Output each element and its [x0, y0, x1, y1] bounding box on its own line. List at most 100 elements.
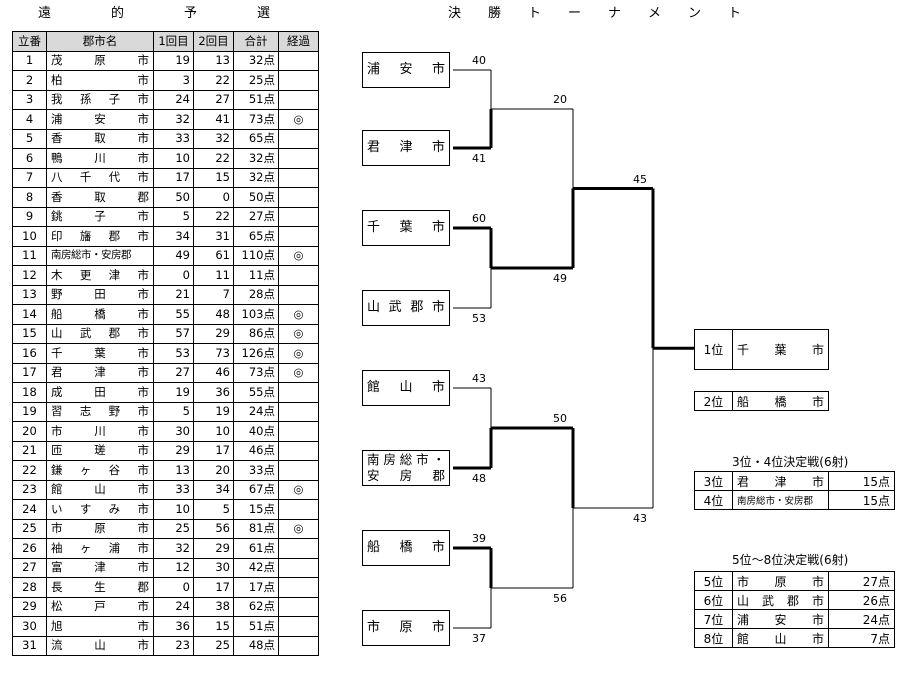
row-city: いすみ市: [46, 499, 154, 520]
row-city: 君津市: [46, 362, 154, 383]
title-char: ー: [568, 6, 582, 21]
row-round1: 32: [153, 538, 194, 559]
title-char: メ: [648, 6, 662, 21]
bracket-team-box: 浦安市: [362, 52, 450, 88]
title-char: 決: [448, 6, 462, 21]
result-name: 浦安市: [732, 609, 829, 629]
title-char: 的: [111, 6, 125, 21]
row-round1: 34: [153, 226, 194, 247]
row-total: 48点: [233, 635, 279, 656]
title-char: 予: [184, 6, 198, 21]
row-total: 17点: [233, 577, 279, 598]
bracket-team-box: 市原市: [362, 610, 450, 646]
bracket-score: 37: [472, 632, 486, 645]
bracket-score: 60: [472, 212, 486, 225]
result-rank: 6位: [694, 590, 733, 610]
bracket-score: 41: [472, 152, 486, 165]
row-number: 16: [12, 343, 47, 364]
row-number: 12: [12, 265, 47, 286]
bracket-score: 56: [553, 592, 567, 605]
row-city: 南房総市・安房郡: [46, 245, 154, 266]
result-points: 24点: [828, 609, 895, 629]
row-city: 千葉市: [46, 343, 154, 364]
row-round2: 73: [193, 343, 234, 364]
row-number: 24: [12, 499, 47, 520]
result-rank: 4位: [694, 490, 733, 510]
bracket-team-box: 山武郡市: [362, 290, 450, 326]
result-points: 26点: [828, 590, 895, 610]
bracket-team-box: 南房総市・安房郡: [362, 450, 450, 486]
bracket-team-name: 千葉市: [367, 220, 445, 235]
bracket-score: 40: [472, 54, 486, 67]
row-city: 野田市: [46, 284, 154, 305]
title-char: ト: [728, 6, 742, 21]
row-total: 103点: [233, 304, 279, 325]
row-total: 25点: [233, 70, 279, 91]
result-name: 南房総市・安房郡: [732, 490, 829, 510]
row-city: 富津市: [46, 557, 154, 578]
qualifier-title: 遠的予選: [38, 2, 288, 21]
second-place-name: 船橋市: [732, 391, 829, 411]
bracket-team-box: 船橋市: [362, 530, 450, 566]
row-city: 成田市: [46, 382, 154, 403]
result-rank: 7位: [694, 609, 733, 629]
result-points: 15点: [828, 471, 895, 491]
title-char: ン: [688, 6, 702, 21]
row-city: 香取郡: [46, 187, 154, 208]
bracket-team-box: 君津市: [362, 130, 450, 166]
row-city: 印旛郡市: [46, 226, 154, 247]
row-total: 65点: [233, 226, 279, 247]
row-round1: 55: [153, 304, 194, 325]
row-round1: 13: [153, 460, 194, 481]
row-progress-mark: [278, 635, 319, 656]
bracket-team-name: 館山市: [367, 380, 445, 395]
bracket-team-name: 市原市: [367, 620, 445, 635]
title-char: ト: [528, 6, 542, 21]
bracket-score: 53: [472, 312, 486, 325]
row-total: 67点: [233, 479, 279, 500]
first-place-box: 1位 千葉市: [694, 329, 829, 370]
second-place-box: 2位 船橋市: [694, 391, 829, 411]
row-round2: 46: [193, 362, 234, 383]
fifth-eighth-title: 5位～8位決定戦(6射): [732, 553, 849, 567]
bracket-team-name: 南房総市・: [367, 452, 445, 467]
second-place-rank: 2位: [694, 391, 733, 411]
row-round2: 31: [193, 226, 234, 247]
header-progress: 経過: [278, 31, 319, 52]
bracket-score: 49: [553, 272, 567, 285]
row-city: 柏市: [46, 70, 154, 91]
row-city: 浦安市: [46, 109, 154, 130]
row-progress-mark: ◎: [278, 362, 319, 383]
title-char: 勝: [488, 6, 502, 21]
row-round2: 38: [193, 596, 234, 617]
title-char: 遠: [38, 6, 52, 21]
row-number: 25: [12, 518, 47, 539]
row-total: 32点: [233, 50, 279, 71]
bracket-score: 20: [553, 93, 567, 106]
row-city: 匝瑳市: [46, 440, 154, 461]
row-round2: 22: [193, 206, 234, 227]
row-number: 30: [12, 616, 47, 637]
bracket-score: 45: [633, 172, 647, 186]
row-total: 110点: [233, 245, 279, 266]
